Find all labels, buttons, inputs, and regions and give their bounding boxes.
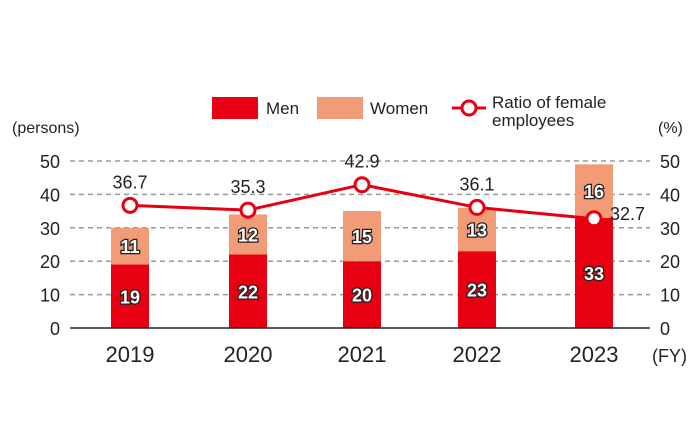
ratio-label-2023: 32.7 [610,204,645,224]
bar-men-2020 [229,254,267,328]
y-tick-right-50: 50 [660,152,680,172]
bar-women-2019 [111,227,149,265]
bar-label-women-2021: 15 [352,227,372,247]
ratio-line: 36.7 35.3 42.9 36.1 32.7 [112,152,645,228]
y-tick-right-30: 30 [660,219,680,239]
ratio-marker-2023 [585,210,603,228]
ratio-marker-2019 [121,196,139,214]
ratio-label-2021: 42.9 [344,152,379,172]
y-tick-left-30: 30 [40,219,60,239]
legend-label-ratio-line1: Ratio of female [492,93,606,112]
x-tick-2021: 2021 [338,342,387,367]
bar-label-men-2022: 23 [467,281,487,301]
bar-label-men-2020: 22 [238,282,258,302]
x-tick-2022: 2022 [453,342,502,367]
x-tick-2023: 2023 [570,342,619,367]
legend-marker-ratio [460,99,478,117]
bar-men-2023 [575,217,613,328]
ratio-label-2020: 35.3 [230,177,265,197]
bar-label-women-2020: 12 [238,225,258,245]
y-tick-left-50: 50 [40,152,60,172]
y-tick-right-40: 40 [660,185,680,205]
legend-label-ratio-line2: employees [492,111,574,130]
bar-label-men-2021: 20 [352,286,372,306]
ratio-marker-2020 [239,201,257,219]
legend-swatch-women [317,97,363,119]
bar-label-men-2023: 33 [584,264,604,284]
legend-label-men: Men [266,99,299,118]
bar-label-men-2019: 19 [120,287,140,307]
y-tick-left-10: 10 [40,286,60,306]
ratio-marker-2022 [468,198,486,216]
y-axis-unit-right: (%) [658,120,683,137]
legend-label-women: Women [370,99,428,118]
bar-men-2021 [343,261,381,328]
bar-women-2021 [343,211,381,262]
bars: 19 11 22 12 20 15 23 13 33 16 [111,164,613,328]
bar-women-2023 [575,164,613,218]
bar-men-2022 [458,251,496,328]
y-tick-right-20: 20 [660,252,680,272]
ratio-label-2019: 36.7 [112,172,147,192]
bar-label-women-2022: 13 [467,220,487,240]
ratio-marker-2021 [353,176,371,194]
y-tick-right-0: 0 [660,319,670,339]
x-tick-2020: 2020 [224,342,273,367]
bar-label-women-2019: 11 [120,237,139,257]
bar-women-2020 [229,214,267,255]
bar-men-2019 [111,264,149,328]
x-axis-unit: (FY) [652,346,687,366]
ratio-label-2022: 36.1 [459,174,494,194]
y-tick-left-20: 20 [40,252,60,272]
legend-swatch-men [212,97,258,119]
y-tick-left-40: 40 [40,185,60,205]
y-tick-left-0: 0 [50,319,60,339]
bar-label-women-2023: 16 [584,182,604,202]
y-axis-unit-left: (persons) [12,120,80,137]
x-tick-2019: 2019 [106,342,155,367]
legend: Men Women Ratio of female employees [212,93,606,130]
y-tick-right-10: 10 [660,286,680,306]
